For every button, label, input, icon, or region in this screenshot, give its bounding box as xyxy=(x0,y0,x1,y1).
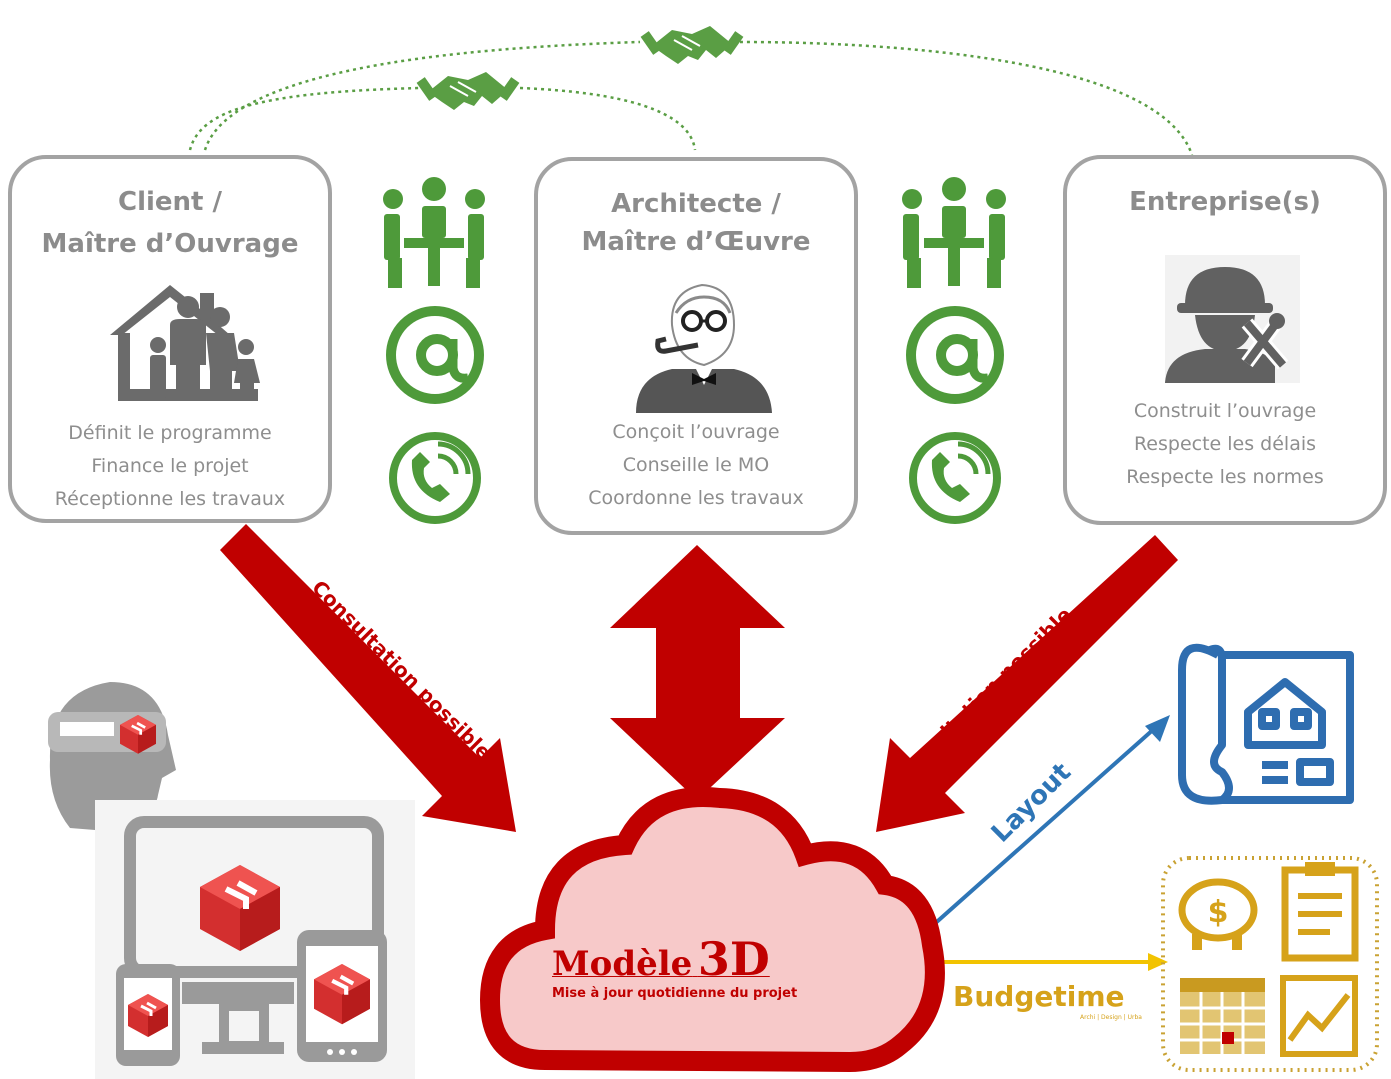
model-subtitle: Mise à jour quotidienne du projet xyxy=(552,986,798,1001)
company-title: Entreprise(s) xyxy=(1129,187,1321,217)
svg-text:$: $ xyxy=(1208,895,1229,930)
company-role: Respecte les délais xyxy=(1133,433,1317,455)
architect-role: Conçoit l’ouvrage xyxy=(612,421,780,443)
meeting-icon xyxy=(383,177,485,288)
blueprint-icon xyxy=(1178,643,1354,805)
budgetime-arrow xyxy=(928,953,1168,971)
consultation-arrow-right xyxy=(876,535,1178,832)
cloud-icon xyxy=(479,787,945,1073)
architect-title-line1: Architecte / xyxy=(611,189,781,219)
architect-box: Architecte / Maître d’Œuvre Conçoit l’ou… xyxy=(534,157,858,535)
client-box: Client / Maître d’Ouvrage Définit le pro… xyxy=(8,155,332,523)
consultation-arrow-left xyxy=(220,524,516,832)
phone-icon xyxy=(909,432,1001,524)
model-title-word: Modèle xyxy=(552,944,693,984)
architect-portrait-icon xyxy=(636,283,772,413)
handshake-icon xyxy=(415,71,521,111)
client-role: Finance le projet xyxy=(91,455,249,477)
handshake-icon xyxy=(639,25,745,65)
client-role: Définit le programme xyxy=(68,422,272,444)
company-role: Respecte les normes xyxy=(1126,466,1324,488)
bidirectional-arrow xyxy=(610,545,785,800)
devices-icon xyxy=(95,800,415,1079)
at-sign-icon xyxy=(906,306,1004,404)
phone-icon xyxy=(389,432,481,524)
client-role: Réceptionne les travaux xyxy=(54,488,286,510)
model-title: Modèle 3D xyxy=(552,932,770,986)
company-box: Entreprise(s) Construit l’ouvrage Respec… xyxy=(1063,155,1387,525)
architect-role: Coordonne les travaux xyxy=(588,487,804,509)
architect-role: Conseille le MO xyxy=(622,454,770,476)
client-title-line2: Maître d’Ouvrage xyxy=(41,229,299,259)
architect-title-line2: Maître d’Œuvre xyxy=(581,227,811,257)
client-title-line1: Client / xyxy=(117,187,223,217)
meeting-icon xyxy=(902,177,1006,288)
company-role: Construit l’ouvrage xyxy=(1133,400,1317,422)
family-house-icon xyxy=(110,285,260,401)
budgetime-logo: Budgetime xyxy=(953,980,1125,1013)
budget-tools-icon: $ xyxy=(1161,856,1379,1072)
partnership-links xyxy=(188,40,1194,156)
model-title-3d: 3D xyxy=(697,932,770,986)
vr-headset-icon xyxy=(48,682,177,832)
budgetime-tagline: Archi | Design | Urba xyxy=(1080,1014,1142,1021)
layout-arrow xyxy=(920,715,1170,937)
at-sign-icon xyxy=(386,306,484,404)
construction-worker-icon xyxy=(1165,255,1300,383)
